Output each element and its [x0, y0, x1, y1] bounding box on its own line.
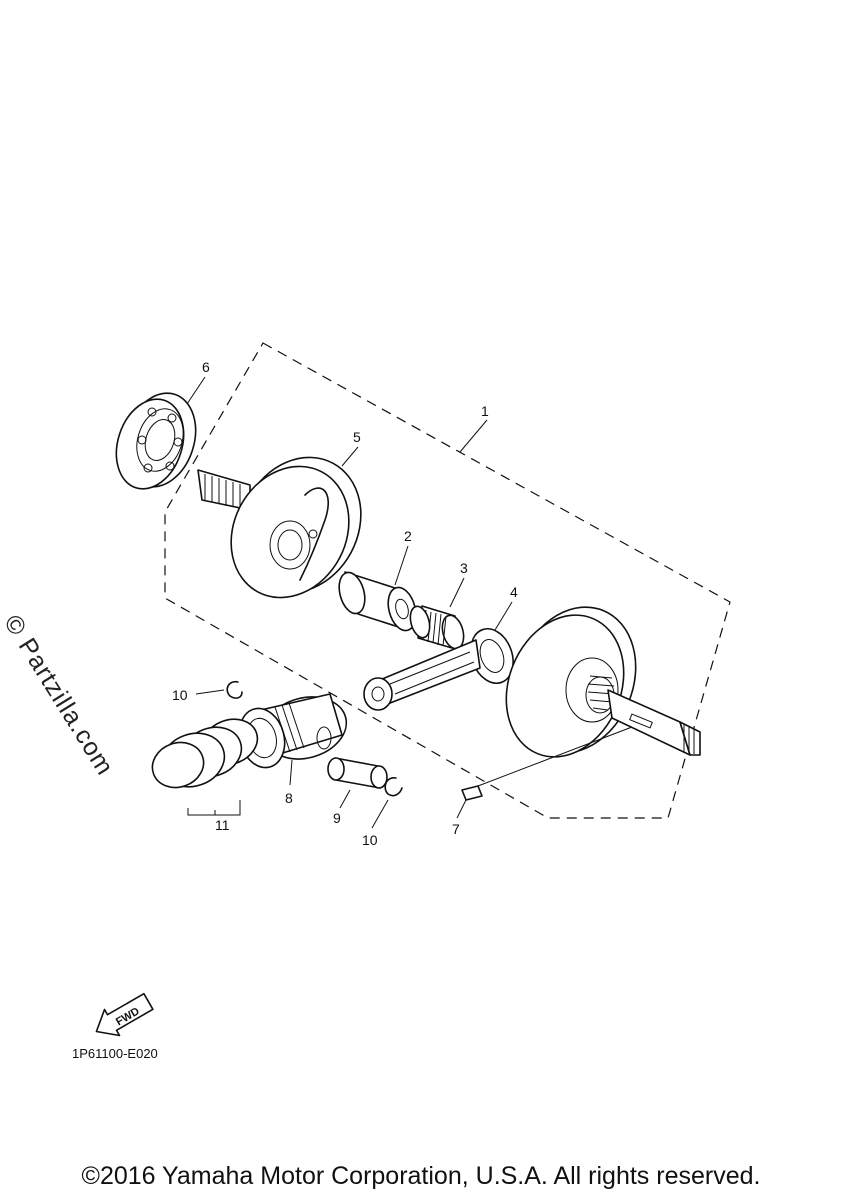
piston-pin-part-9	[327, 757, 388, 789]
diagram-code: 1P61100-E020	[72, 1046, 158, 1061]
copyright-notice: ©2016 Yamaha Motor Corporation, U.S.A. A…	[81, 1162, 761, 1190]
leader-lines	[186, 376, 513, 829]
callout-2: 2	[404, 528, 412, 544]
callout-1: 1	[481, 403, 489, 419]
callout-11: 11	[215, 817, 230, 833]
callout-9: 9	[333, 810, 341, 826]
callout-5: 5	[353, 429, 361, 445]
crank-right-half	[505, 606, 701, 758]
crank-left-part-5	[197, 456, 362, 599]
connecting-rod-part-4	[363, 628, 514, 711]
piston-part-8	[238, 693, 348, 769]
piston-rings-part-11	[151, 718, 259, 816]
callout-7: 7	[452, 821, 460, 837]
woodruff-key-part-7	[461, 726, 633, 801]
bearing-part-6	[115, 392, 197, 490]
crankshaft-assembly-boundary	[164, 342, 731, 819]
callout-4: 4	[510, 584, 518, 600]
needle-bearing-part-3	[409, 605, 465, 650]
circlip-part-10a	[226, 680, 243, 699]
callout-10-left: 10	[172, 687, 188, 703]
callout-6: 6	[202, 359, 210, 375]
callout-3: 3	[460, 560, 468, 576]
callout-10-right: 10	[362, 832, 378, 848]
callout-8: 8	[285, 790, 293, 806]
crank-pin-part-2	[338, 571, 417, 632]
fwd-arrow-icon: FWD	[95, 992, 154, 1037]
circlip-part-10b	[384, 777, 403, 797]
